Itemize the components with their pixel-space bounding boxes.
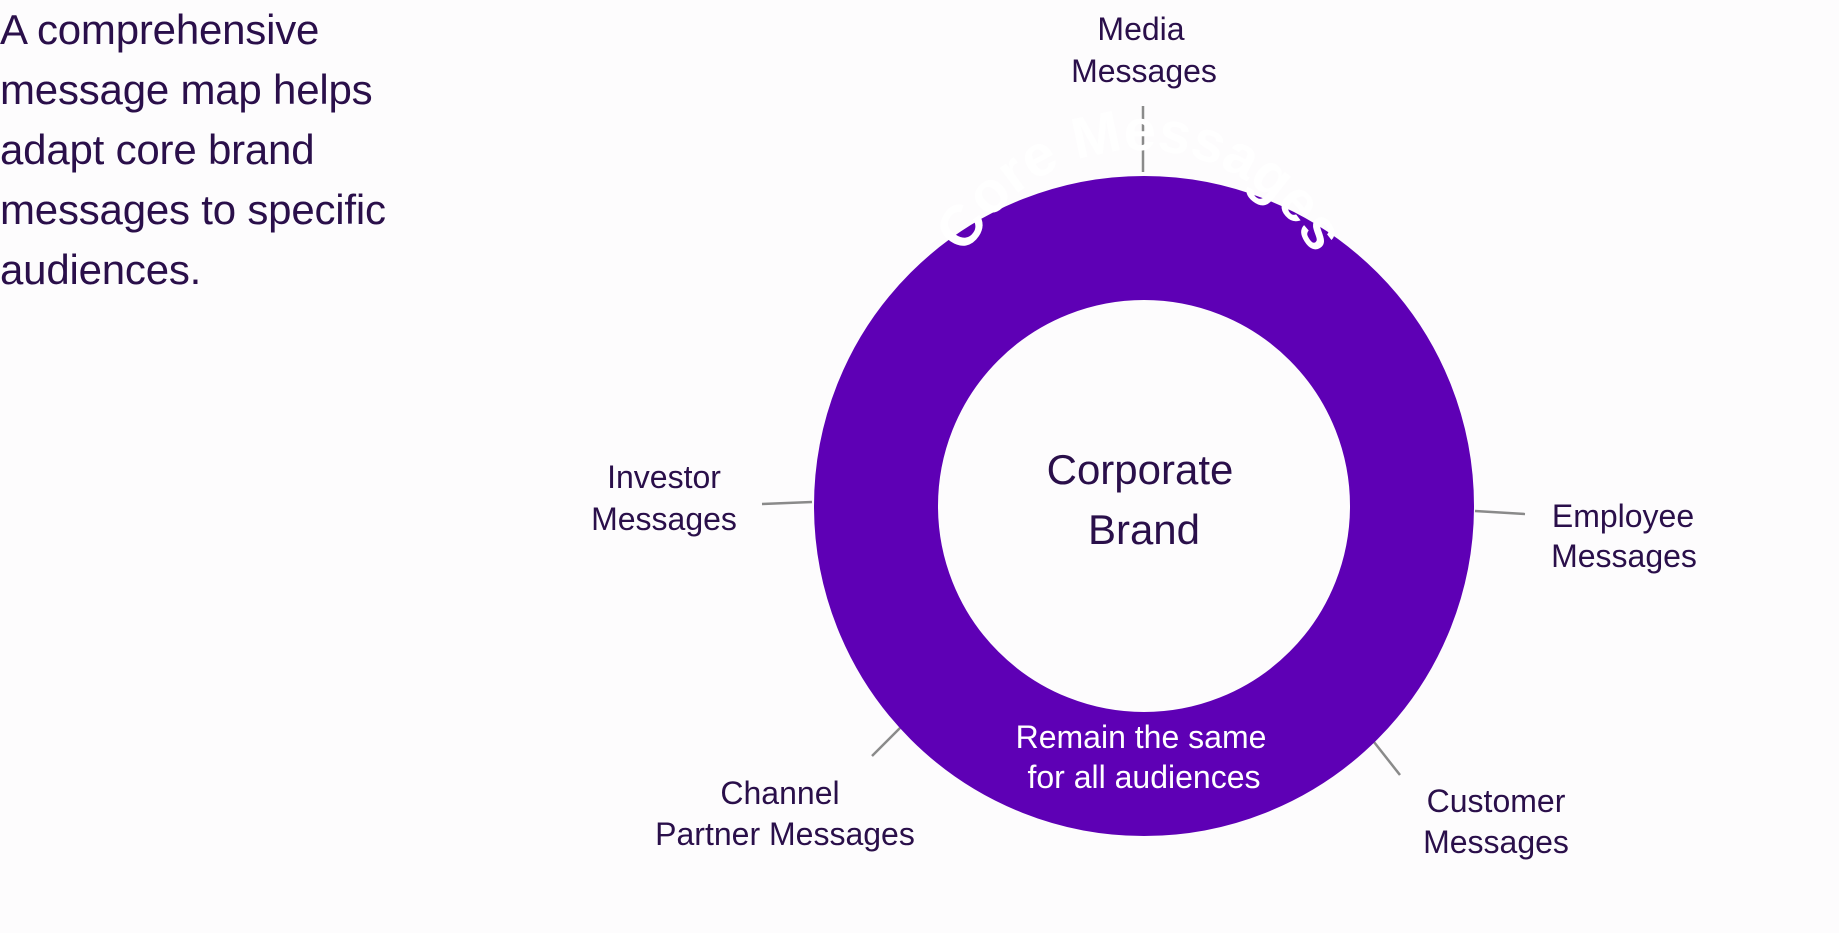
ring-note-line2: for all audiences xyxy=(1027,759,1260,795)
center-label-line2: Brand xyxy=(1088,506,1200,553)
customer-label-line2: Messages xyxy=(1423,824,1569,860)
channel-label-line1: Channel xyxy=(720,775,839,811)
investor-label-line2: Messages xyxy=(591,501,737,537)
intro-text: A comprehensive message map helps adapt … xyxy=(0,6,386,293)
investor-connector xyxy=(761,500,813,506)
ring-note-line1: Remain the same xyxy=(1016,719,1267,755)
channel-connector xyxy=(871,727,901,757)
employee-label-line2: Messages xyxy=(1551,538,1697,574)
customer-label-line1: Customer xyxy=(1427,783,1566,819)
media-label-line2: Messages xyxy=(1071,53,1217,89)
employee-label-line1: Employee xyxy=(1552,498,1694,534)
media-label-line1: Media xyxy=(1097,11,1184,47)
center-label-line1: Corporate xyxy=(1047,446,1234,493)
core-messages-ring xyxy=(814,176,1474,836)
customer-connector xyxy=(1373,741,1401,776)
channel-label-line2: Partner Messages xyxy=(655,816,915,852)
investor-label-line1: Investor xyxy=(607,459,721,495)
employee-connector xyxy=(1474,509,1526,516)
